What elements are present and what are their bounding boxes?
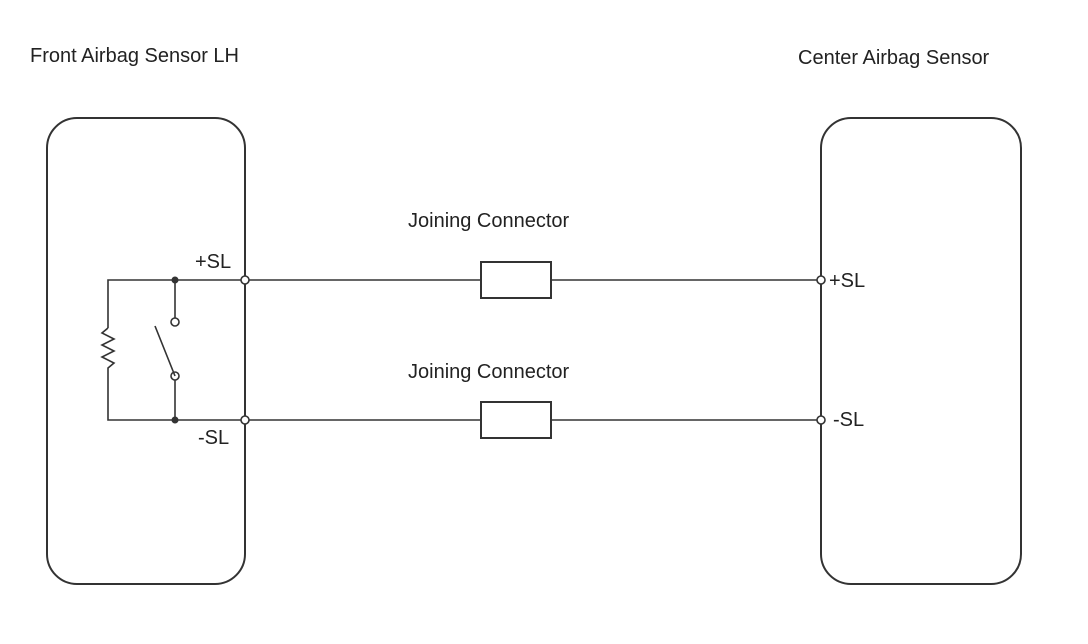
junction-dot-top	[171, 276, 179, 284]
terminal-right-minus-sl	[816, 415, 826, 425]
terminal-left-plus-sl	[240, 275, 250, 285]
joining-connector-top	[480, 261, 552, 299]
left-plus-sl-label: +SL	[195, 251, 231, 273]
left-minus-sl-label: -SL	[198, 427, 229, 449]
right-component-title: Center Airbag Sensor	[798, 47, 990, 69]
joining-connector-bottom-label: Joining Connector	[408, 361, 570, 383]
terminal-right-plus-sl	[816, 275, 826, 285]
resistor-symbol	[100, 327, 116, 372]
internal-wire-top	[107, 279, 245, 328]
switch-blade	[154, 325, 176, 377]
right-minus-sl-label: -SL	[833, 409, 864, 431]
left-component-title: Front Airbag Sensor LH	[30, 45, 239, 67]
front-airbag-sensor-box	[46, 117, 246, 585]
internal-wire-bottom	[107, 372, 245, 421]
right-plus-sl-label: +SL	[829, 270, 865, 292]
joining-connector-top-label: Joining Connector	[408, 210, 570, 232]
joining-connector-bottom	[480, 401, 552, 439]
switch-contact-top	[170, 317, 180, 327]
junction-dot-bottom	[171, 416, 179, 424]
center-airbag-sensor-box	[820, 117, 1022, 585]
terminal-left-minus-sl	[240, 415, 250, 425]
sensor-internal-circuit	[100, 276, 245, 424]
